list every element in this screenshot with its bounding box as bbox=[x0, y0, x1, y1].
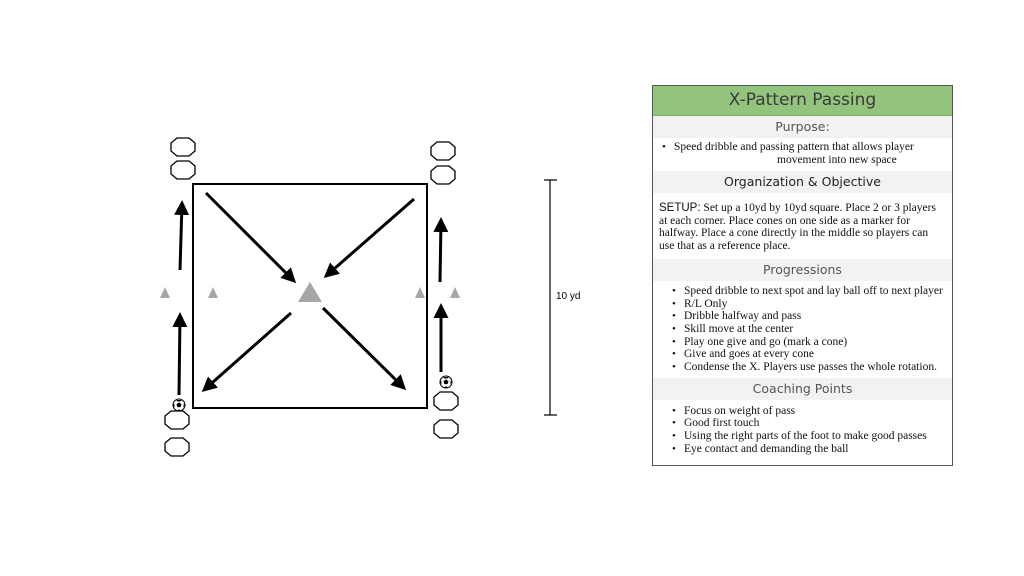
player-octagon-icon bbox=[164, 410, 190, 430]
progressions-heading: Progressions bbox=[653, 258, 952, 281]
arrow-icon bbox=[204, 191, 297, 284]
drill-info-card: X-Pattern Passing Purpose: Speed dribble… bbox=[652, 85, 953, 466]
soccer-ball-icon bbox=[172, 398, 186, 412]
cone-icon bbox=[415, 287, 425, 298]
player-octagon-icon bbox=[433, 419, 459, 439]
arrow-icon bbox=[174, 200, 190, 271]
player-octagon-icon bbox=[164, 437, 190, 457]
coaching-point-item: Focus on weight of pass bbox=[672, 405, 952, 418]
center-cone-icon bbox=[298, 282, 322, 302]
player-octagon-icon bbox=[170, 160, 196, 180]
arrow-icon bbox=[172, 312, 188, 396]
organization-heading: Organization & Objective bbox=[653, 171, 952, 193]
progressions-list: Speed dribble to next spot and lay ball … bbox=[653, 281, 952, 378]
setup-label: SETUP: bbox=[659, 202, 701, 214]
progression-item: Give and goes at every cone bbox=[672, 348, 952, 361]
progression-item: Speed dribble to next spot and lay ball … bbox=[672, 285, 952, 298]
player-octagon-icon bbox=[430, 141, 456, 161]
distance-label: 10 yd bbox=[556, 291, 581, 302]
coaching-points-list: Focus on weight of pass Good first touch… bbox=[653, 400, 952, 460]
coaching-point-item: Using the right parts of the foot to mak… bbox=[672, 430, 952, 443]
progression-item: Condense the X. Players use passes the w… bbox=[672, 361, 952, 374]
coaching-point-item: Eye contact and demanding the ball bbox=[672, 443, 952, 456]
arrow-icon bbox=[323, 197, 415, 278]
purpose-heading: Purpose: bbox=[653, 116, 952, 138]
arrow-icon bbox=[433, 217, 449, 283]
purpose-line-2: movement into new space bbox=[777, 153, 897, 166]
purpose-item: Speed dribble and passing pattern that a… bbox=[662, 141, 952, 166]
cone-icon bbox=[450, 287, 460, 298]
cone-icon bbox=[208, 287, 218, 298]
soccer-ball-icon bbox=[439, 375, 453, 389]
player-octagon-icon bbox=[170, 137, 196, 157]
progression-item: Dribble halfway and pass bbox=[672, 310, 952, 323]
arrow-icon bbox=[321, 306, 407, 391]
coaching-point-item: Good first touch bbox=[672, 417, 952, 430]
player-octagon-icon bbox=[433, 391, 459, 411]
purpose-line-1: Speed dribble and passing pattern that a… bbox=[674, 141, 914, 153]
progression-item: Play one give and go (mark a cone) bbox=[672, 336, 952, 349]
drill-title: X-Pattern Passing bbox=[653, 86, 952, 116]
cone-icon bbox=[160, 287, 170, 298]
purpose-list: Speed dribble and passing pattern that a… bbox=[653, 138, 952, 171]
player-octagon-icon bbox=[430, 165, 456, 185]
distance-marker bbox=[544, 179, 557, 416]
progression-item: Skill move at the center bbox=[672, 323, 952, 336]
setup-paragraph: SETUP: Set up a 10yd by 10yd square. Pla… bbox=[653, 193, 952, 259]
drill-diagram bbox=[160, 137, 557, 457]
coaching-points-heading: Coaching Points bbox=[653, 377, 952, 400]
field-square bbox=[192, 183, 428, 409]
arrow-icon bbox=[201, 311, 292, 392]
setup-text: Set up a 10yd by 10yd square. Place 2 or… bbox=[659, 202, 936, 253]
progression-item: R/L Only bbox=[672, 298, 952, 311]
